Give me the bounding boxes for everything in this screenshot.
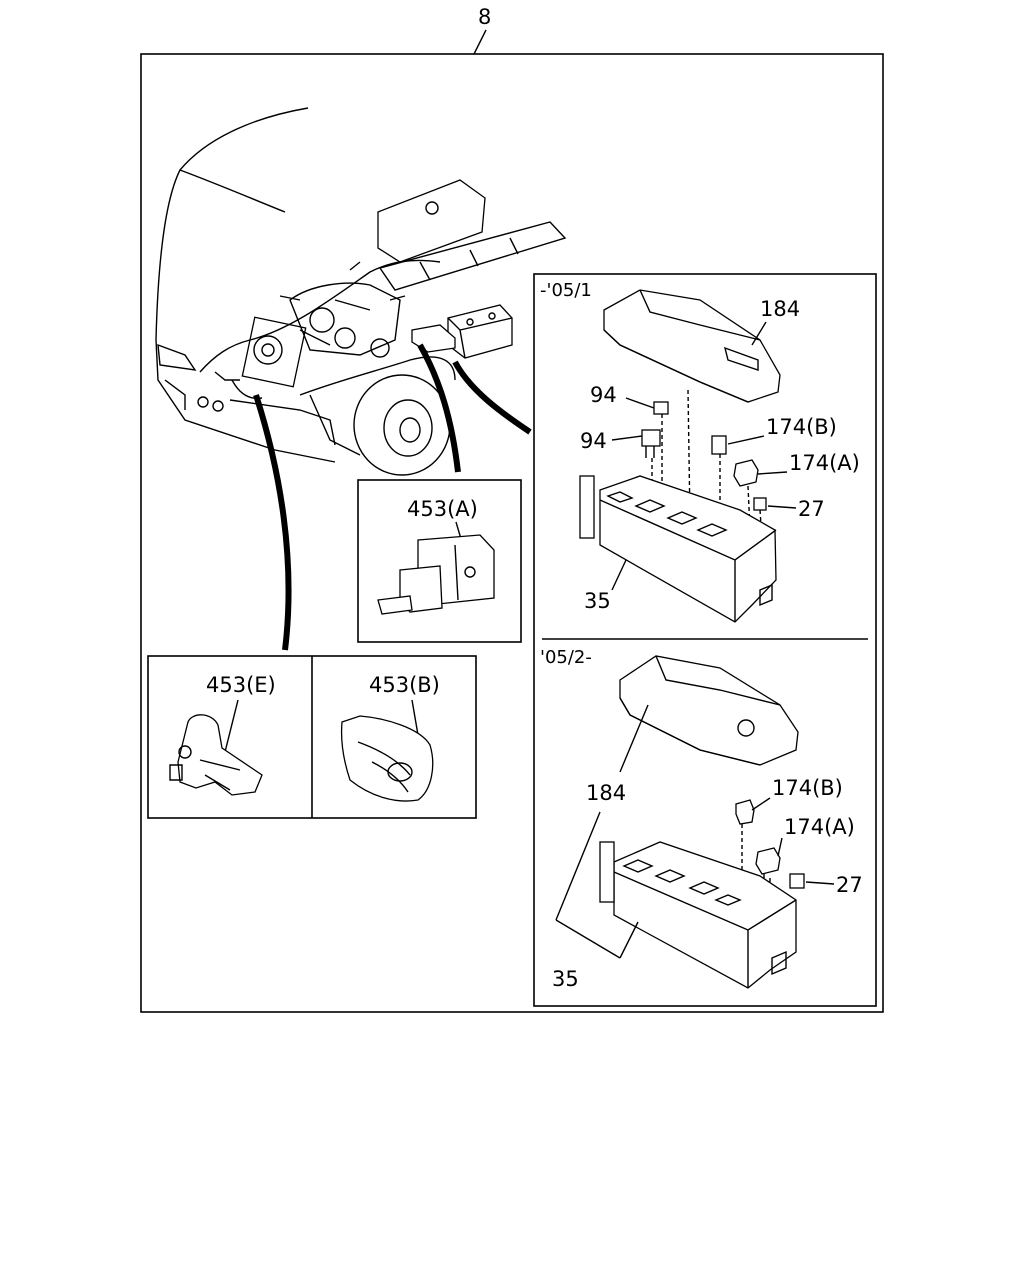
clip-453e (169, 714, 263, 796)
fuse-94-b (641, 429, 661, 458)
fuse-27-upper (753, 497, 767, 511)
callout-453b: 453(B) (369, 673, 440, 697)
bracket-453a (377, 534, 495, 615)
rear-component (377, 179, 486, 263)
relay-174b-lower (735, 799, 755, 825)
cover-453b (340, 715, 434, 802)
callout-27-upper: 27 (798, 497, 825, 521)
inset-453a-frame (357, 479, 522, 643)
callout-453e: 453(E) (206, 673, 276, 697)
callout-27-lower: 27 (836, 873, 863, 897)
callout-94-a: 94 (590, 383, 617, 407)
assembly-leader-line (473, 29, 487, 55)
callout-453a: 453(A) (407, 497, 478, 521)
leader-453b (411, 699, 419, 736)
vehicle-illustration (155, 107, 567, 476)
callout-94-b: 94 (580, 429, 607, 453)
fusebox-cover-upper (603, 289, 781, 403)
fuse-94-a (653, 401, 669, 415)
fusebox-base-lower (599, 841, 797, 989)
fender (299, 356, 456, 396)
relay-174b-upper (711, 435, 727, 455)
relay-174a-lower (755, 847, 781, 875)
pointer-to-fusebox (452, 360, 532, 435)
variant-lower-label: '05/2- (540, 647, 592, 668)
frame-rail (378, 221, 567, 291)
outer-frame (140, 53, 884, 1013)
leader-453e (224, 699, 239, 753)
pointer-to-453e (253, 394, 292, 651)
hood-outline (155, 107, 309, 341)
fusebox-cover-lower (619, 655, 799, 766)
pointer-to-453a (417, 343, 461, 473)
assembly-number-label: 8 (478, 5, 491, 29)
callout-35-upper: 35 (584, 589, 611, 613)
fuse-27-lower (789, 873, 805, 889)
fusebox-base-upper (579, 475, 777, 623)
callout-174a-lower: 174(A) (784, 815, 855, 839)
front-wheel (353, 374, 451, 476)
variant-upper-label: -'05/1 (540, 280, 592, 301)
wiring-harness (199, 259, 441, 373)
engine-block (289, 282, 401, 356)
relay-174a-upper (733, 459, 759, 487)
battery (447, 304, 513, 359)
headlamp-left (157, 343, 197, 371)
callout-174a-upper: 174(A) (789, 451, 860, 475)
callout-184-upper: 184 (760, 297, 800, 321)
fusebox-panel-frame (533, 273, 877, 1007)
callout-184-lower: 184 (586, 781, 626, 805)
callout-174b-lower: 174(B) (772, 776, 843, 800)
callout-174b-upper: 174(B) (766, 415, 837, 439)
callout-35-lower: 35 (552, 967, 579, 991)
